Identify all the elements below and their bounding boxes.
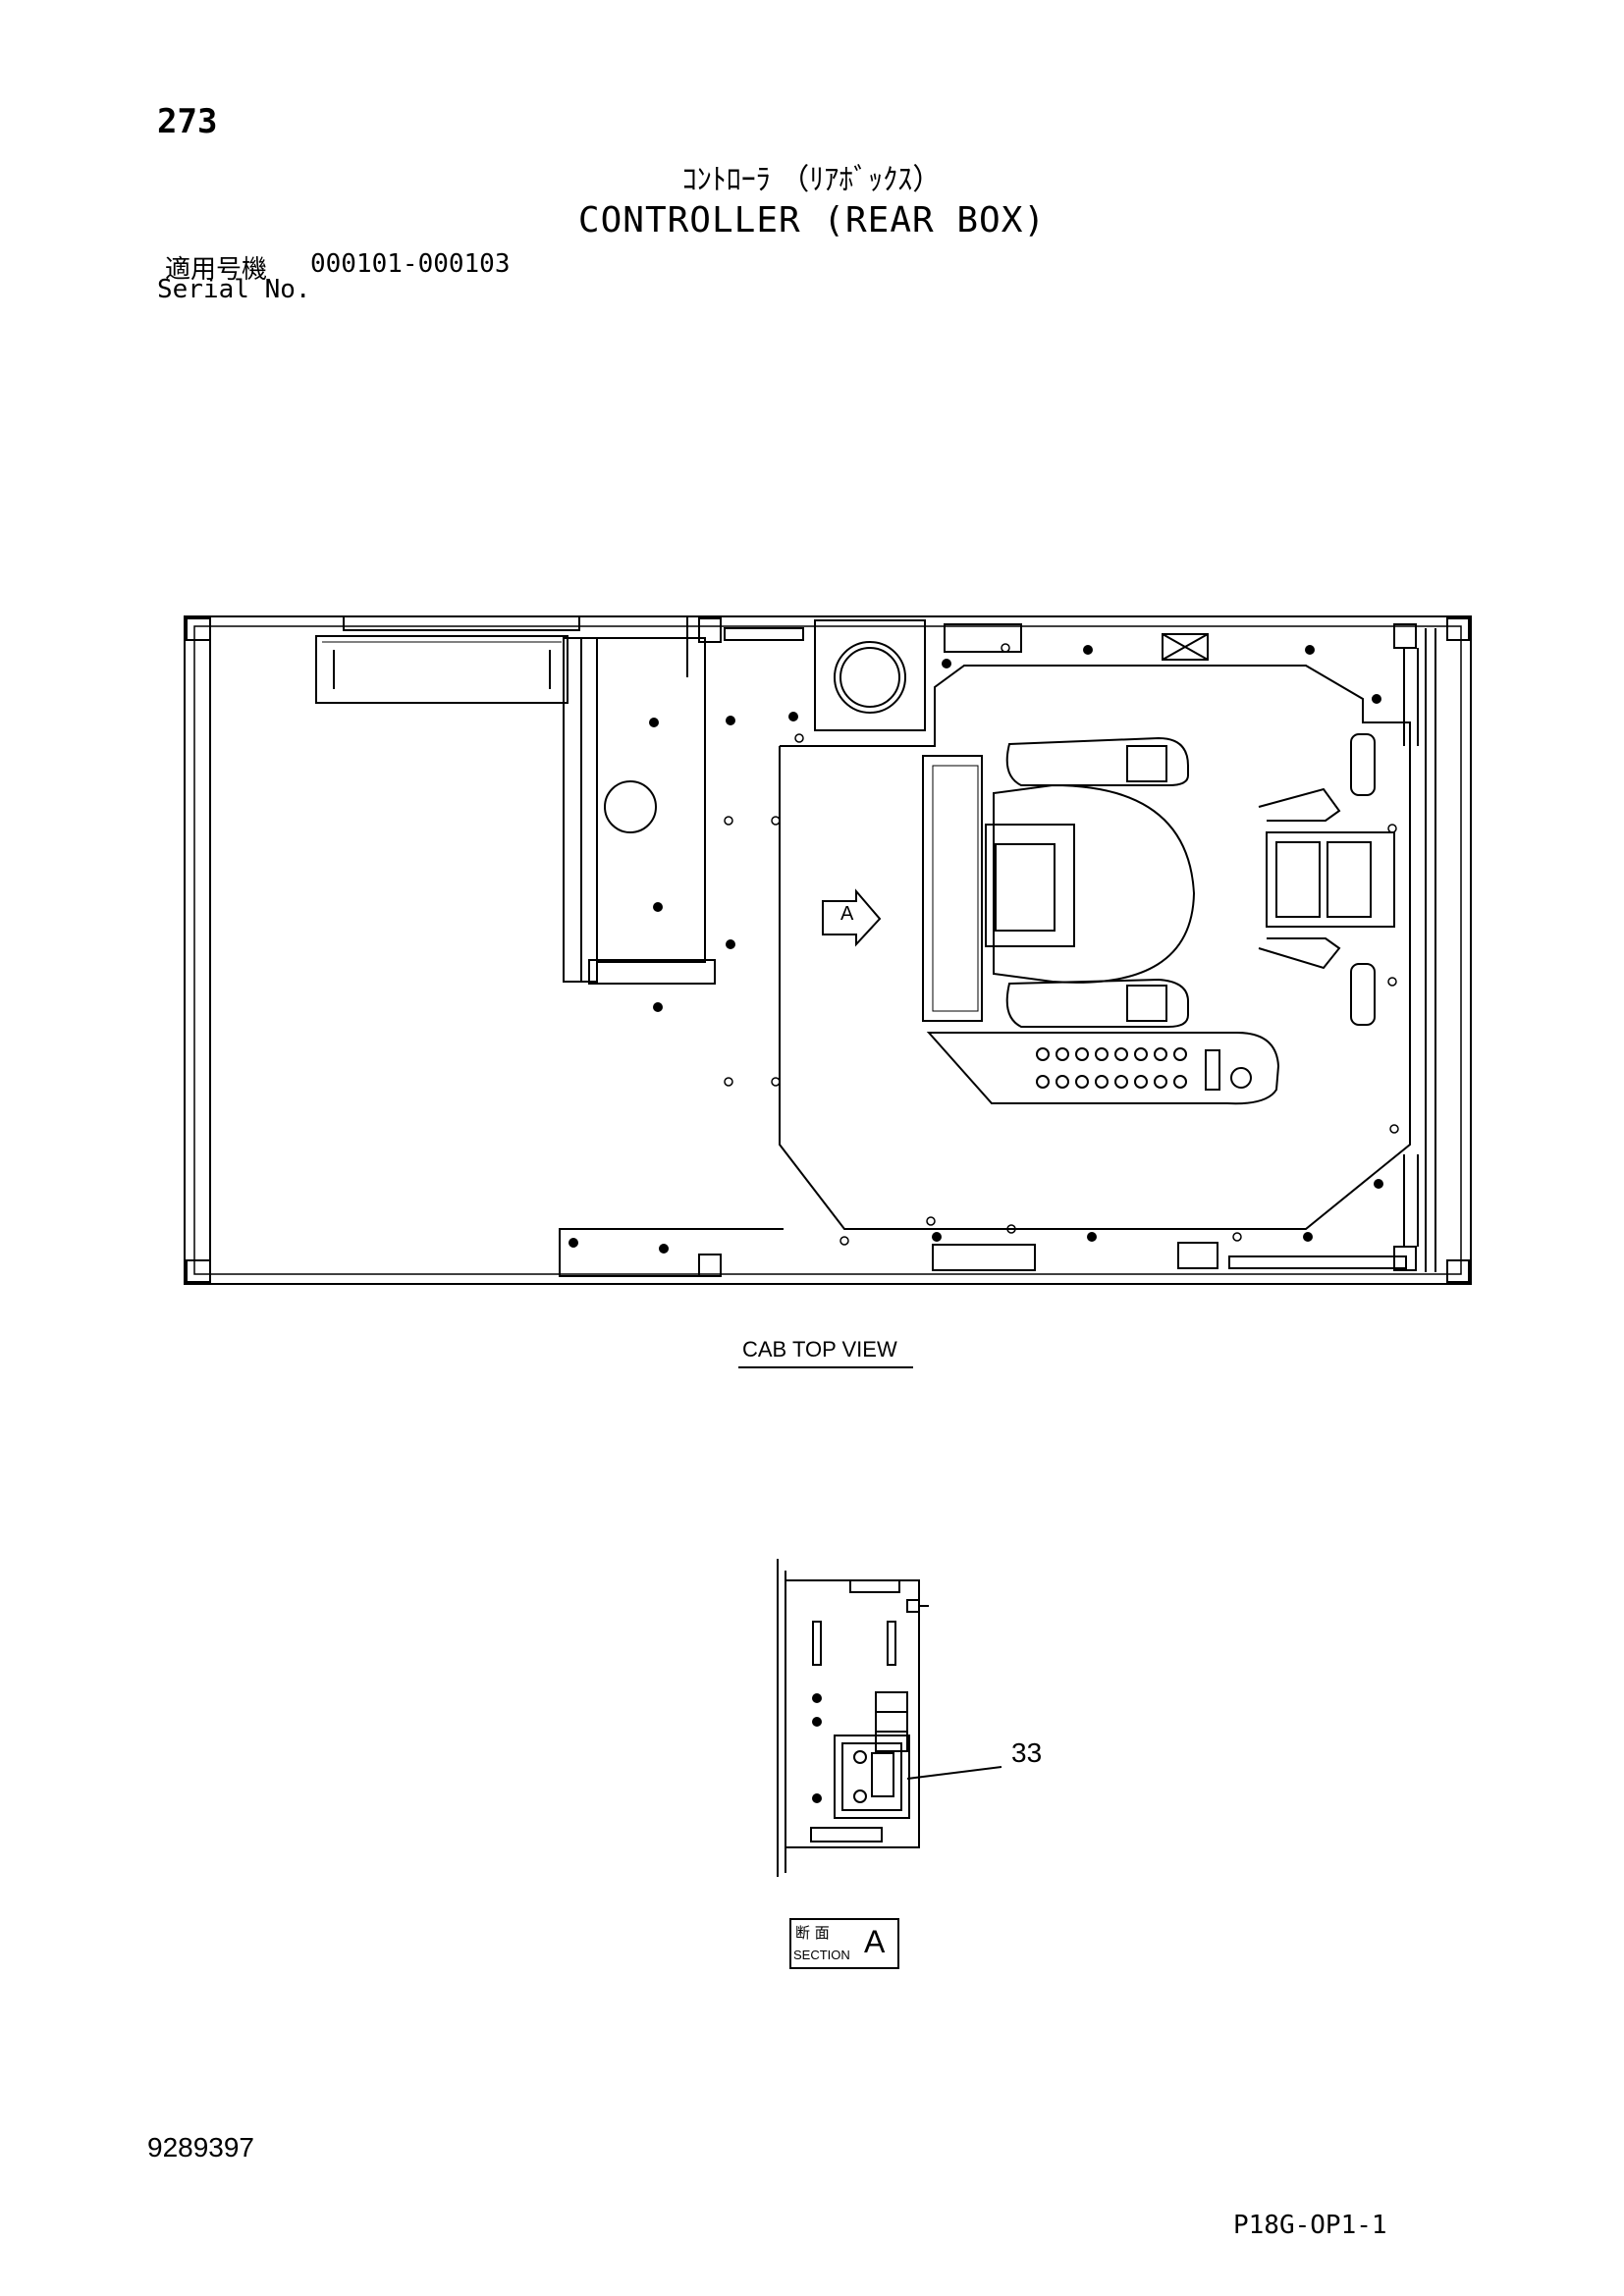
left-bracket	[315, 635, 568, 704]
floor-plate	[779, 665, 1411, 1230]
section-letter: A	[864, 1924, 886, 1959]
pedal-assembly	[1266, 831, 1395, 928]
left-lever	[1350, 733, 1376, 796]
right-lever	[1350, 963, 1376, 1026]
document-number: 9289397	[147, 2132, 255, 2163]
mounting-bolts	[568, 645, 1383, 1254]
page-number: 273	[157, 102, 218, 141]
section-label: SECTION	[793, 1948, 850, 1962]
page-code: P18G-OP1-1	[1233, 2211, 1387, 2240]
serial-label: Serial No.	[157, 275, 311, 304]
section-label-japanese: 断 面	[795, 1924, 830, 1942]
controller-panel	[785, 1579, 920, 1848]
page-title: CONTROLLER (REAR BOX)	[577, 200, 1047, 240]
console-switch-row	[1036, 1047, 1187, 1089]
cab-outer-frame	[184, 615, 1472, 1285]
view-arrow	[822, 888, 882, 947]
duct-opening	[604, 780, 657, 833]
armrest-top	[1005, 736, 1189, 786]
center-duct	[596, 637, 706, 963]
serial-label-japanese: 適用号機	[165, 255, 268, 285]
vent-housing	[814, 619, 926, 731]
view-marker-label: A	[840, 903, 854, 925]
section-label-box	[789, 1918, 899, 1969]
serial-range: 000101-000103	[310, 249, 511, 279]
title-japanese: ｺﾝﾄﾛｰﾗ （ﾘｱﾎﾞｯｸｽ）	[681, 163, 943, 197]
view-caption: CAB TOP VIEW	[742, 1337, 897, 1362]
small-holes	[724, 643, 1399, 1246]
side-console	[926, 1032, 1280, 1105]
armrest-bottom	[1005, 978, 1189, 1028]
part-callout-33: 33	[1011, 1737, 1043, 1768]
rear-controller-box	[922, 755, 983, 1022]
caption-underline	[738, 1366, 913, 1368]
controller-33	[834, 1735, 910, 1819]
leader-line-33	[906, 1766, 1002, 1780]
